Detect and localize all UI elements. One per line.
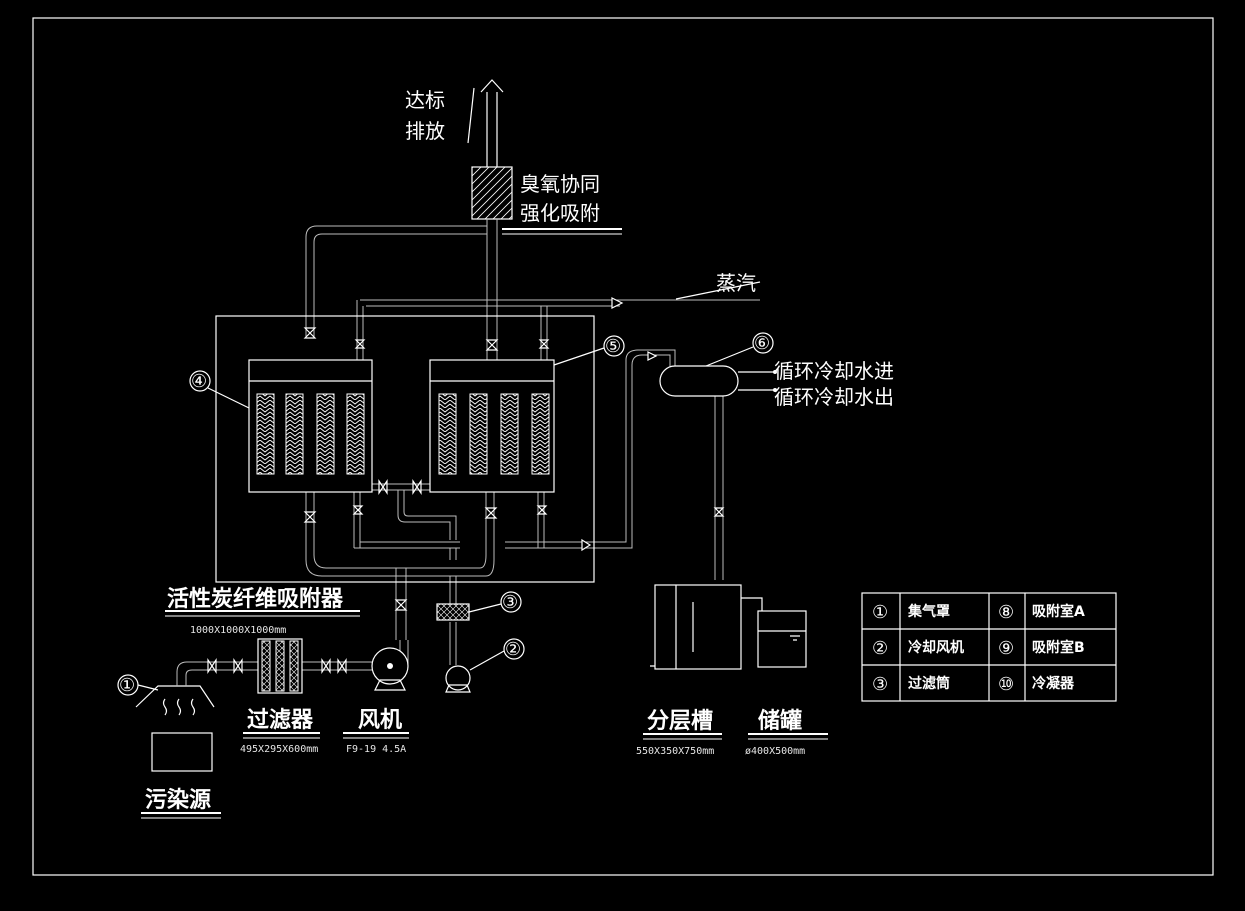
valves (303, 327, 725, 611)
ozone-label-1: 臭氧协同 (520, 172, 600, 196)
separator-label: 分层槽 (647, 709, 713, 734)
callout-5: ⑤ (553, 335, 625, 366)
svg-text:⑤: ⑤ (605, 336, 621, 357)
pipe-network (305, 219, 761, 665)
legend-table: ① 集气罩 ⑧ 吸附室A ② 冷却风机 ⑨ 吸附室B ③ 过滤筒 ⑩ 冷凝器 (861, 592, 1117, 702)
legend-name-b-3: 冷凝器 (1032, 675, 1075, 692)
separator-tank (650, 584, 763, 670)
legend-num-b-2: ⑨ (998, 638, 1014, 659)
callout-3: ③ (468, 591, 522, 613)
discharge-label-2: 排放 (405, 119, 445, 143)
callout-1: ① (117, 674, 159, 696)
svg-text:①: ① (119, 675, 135, 696)
filter-label: 过滤器 (247, 708, 314, 733)
svg-text:⑥: ⑥ (754, 333, 770, 354)
fan-model: F9-19 4.5A (346, 744, 406, 755)
exhaust-stack (480, 79, 504, 167)
legend-num-a-1: ① (872, 602, 888, 623)
adsorber-enclosure (215, 315, 595, 583)
legend-name-b-2: 吸附室B (1032, 639, 1085, 656)
filter-size: 495X295X600mm (240, 744, 318, 755)
legend-name-a-2: 冷却风机 (908, 639, 964, 656)
callout-6: ⑥ (705, 332, 774, 367)
drawing-frame (32, 17, 1214, 876)
ozone-label-2: 强化吸附 (520, 201, 600, 225)
discharge-leader (467, 87, 475, 144)
callout-2: ② (469, 638, 525, 671)
main-fan (371, 647, 409, 691)
legend-name-a-3: 过滤筒 (908, 675, 950, 692)
source-hood (135, 685, 215, 772)
source-pipe (176, 640, 409, 686)
fan-label: 风机 (358, 708, 402, 733)
filter-cartridge (436, 603, 470, 621)
separator-size: 550X350X750mm (636, 746, 714, 757)
legend-num-b-3: ⑩ (998, 674, 1014, 695)
adsorber-chamber-a (248, 359, 373, 493)
tank-size: ø400X500mm (745, 746, 805, 757)
filter-unit (257, 638, 303, 694)
callout-4: ④ (189, 370, 250, 409)
adsorber-chamber-b (429, 359, 555, 493)
legend-num-a-2: ② (872, 638, 888, 659)
adsorber-label: 活性炭纤维吸附器 (167, 586, 344, 612)
legend-name-b-1: 吸附室A (1032, 603, 1085, 620)
cooling-water-in: 循环冷却水进 (774, 359, 894, 383)
legend-num-a-3: ③ (872, 674, 888, 695)
steam-label: 蒸汽 (716, 271, 756, 295)
discharge-label-1: 达标 (405, 88, 445, 112)
cooling-fan (445, 665, 471, 693)
tank-label: 储罐 (758, 708, 802, 734)
adsorber-size: 1000X1000X1000mm (190, 625, 286, 636)
legend-name-a-1: 集气罩 (907, 603, 950, 620)
ozone-unit (471, 166, 513, 220)
condenser (659, 365, 777, 397)
cooling-water-out: 循环冷却水出 (774, 385, 894, 409)
source-label: 污染源 (145, 787, 211, 813)
svg-text:②: ② (505, 639, 521, 660)
svg-text:③: ③ (502, 592, 518, 613)
legend-num-b-1: ⑧ (998, 602, 1014, 623)
storage-tank (757, 610, 807, 668)
svg-text:④: ④ (191, 371, 207, 392)
